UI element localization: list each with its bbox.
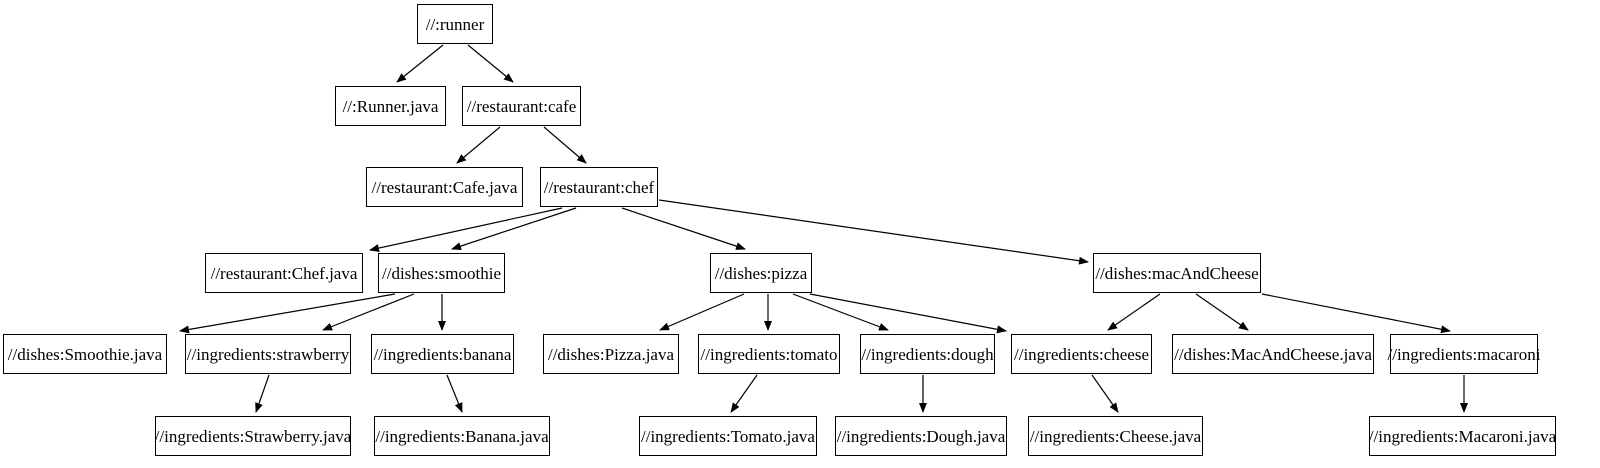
graph-node-label: //restaurant:Chef.java xyxy=(210,263,358,283)
graph-node-runner[interactable]: //:runner xyxy=(417,4,493,44)
graph-edge xyxy=(467,44,514,83)
graph-node-mac_java[interactable]: //dishes:MacAndCheese.java xyxy=(1172,334,1374,374)
graph-node-label: //ingredients:Tomato.java xyxy=(641,426,815,446)
graph-edge xyxy=(1195,293,1249,331)
graph-node-ing_banana[interactable]: //ingredients:banana xyxy=(371,334,514,374)
graph-node-tomato_java[interactable]: //ingredients:Tomato.java xyxy=(639,416,817,456)
graph-node-cafe_java[interactable]: //restaurant:Cafe.java xyxy=(366,167,523,207)
graph-node-label: //ingredients:Dough.java xyxy=(836,426,1006,446)
graph-edge xyxy=(322,293,415,331)
graph-node-banana_java[interactable]: //ingredients:Banana.java xyxy=(374,416,550,456)
graph-node-label: //dishes:MacAndCheese.java xyxy=(1174,344,1372,364)
graph-edge xyxy=(1261,293,1451,334)
graph-node-label: //restaurant:Cafe.java xyxy=(371,177,518,197)
graph-node-restaurant_chef[interactable]: //restaurant:chef xyxy=(540,167,658,207)
graph-node-label: //ingredients:dough xyxy=(861,344,994,364)
graph-node-ing_strawberry[interactable]: //ingredients:strawberry xyxy=(185,334,351,374)
graph-edge xyxy=(451,207,577,250)
graph-edge xyxy=(1091,374,1119,413)
graph-node-label: //:Runner.java xyxy=(342,96,439,116)
graph-edge xyxy=(730,374,758,413)
graph-node-dough_java[interactable]: //ingredients:Dough.java xyxy=(835,416,1007,456)
graph-node-label: //ingredients:Strawberry.java xyxy=(154,426,352,446)
graph-node-dishes_mac[interactable]: //dishes:macAndCheese xyxy=(1093,253,1261,293)
graph-node-ing_cheese[interactable]: //ingredients:cheese xyxy=(1011,334,1152,374)
graph-node-ing_tomato[interactable]: //ingredients:tomato xyxy=(698,334,840,374)
graph-node-cheese_java[interactable]: //ingredients:Cheese.java xyxy=(1028,416,1203,456)
graph-node-label: //ingredients:tomato xyxy=(700,344,838,364)
graph-edge xyxy=(255,374,270,413)
graph-node-label: //ingredients:Macaroni.java xyxy=(1368,426,1557,446)
graph-node-label: //ingredients:banana xyxy=(373,344,512,364)
graph-node-chef_java[interactable]: //restaurant:Chef.java xyxy=(205,253,363,293)
graph-edge xyxy=(792,293,889,331)
graph-node-strawberry_java[interactable]: //ingredients:Strawberry.java xyxy=(155,416,351,456)
graph-node-macaroni_java[interactable]: //ingredients:Macaroni.java xyxy=(1369,416,1556,456)
graph-node-label: //dishes:smoothie xyxy=(382,263,501,283)
graph-node-ing_macaroni[interactable]: //ingredients:macaroni xyxy=(1388,334,1540,374)
graph-node-label: //ingredients:strawberry xyxy=(186,344,350,364)
graph-node-ing_dough[interactable]: //ingredients:dough xyxy=(860,334,995,374)
graph-node-label: //dishes:pizza xyxy=(714,263,808,283)
graph-node-label: //restaurant:cafe xyxy=(466,96,577,116)
graph-edge xyxy=(621,207,746,250)
graph-node-smoothie_java[interactable]: //dishes:Smoothie.java xyxy=(3,334,167,374)
graph-edge xyxy=(543,126,587,164)
graph-node-label: //dishes:Smoothie.java xyxy=(7,344,163,364)
graph-node-dishes_smoothie[interactable]: //dishes:smoothie xyxy=(378,253,505,293)
graph-node-label: //ingredients:Cheese.java xyxy=(1029,426,1202,446)
graph-node-label: //ingredients:cheese xyxy=(1014,344,1150,364)
graph-edge xyxy=(446,374,463,413)
graph-node-label: //dishes:Pizza.java xyxy=(547,344,675,364)
graph-node-runner_java[interactable]: //:Runner.java xyxy=(335,86,446,126)
graph-edge xyxy=(809,293,1007,334)
graph-edge xyxy=(659,293,745,331)
graph-node-pizza_java[interactable]: //dishes:Pizza.java xyxy=(543,334,679,374)
graph-node-restaurant_cafe[interactable]: //restaurant:cafe xyxy=(462,86,581,126)
graph-edge xyxy=(369,207,563,252)
graph-node-label: //dishes:macAndCheese xyxy=(1095,263,1259,283)
graph-node-label: //:runner xyxy=(425,14,485,34)
graph-edge xyxy=(456,126,501,164)
graph-node-label: //ingredients:macaroni xyxy=(1387,344,1541,364)
graph-edge xyxy=(1107,293,1161,331)
graph-node-label: //restaurant:chef xyxy=(543,177,655,197)
graph-node-dishes_pizza[interactable]: //dishes:pizza xyxy=(710,253,812,293)
graph-edge xyxy=(396,44,444,83)
graph-node-label: //ingredients:Banana.java xyxy=(375,426,549,446)
graph-edge xyxy=(179,293,396,334)
